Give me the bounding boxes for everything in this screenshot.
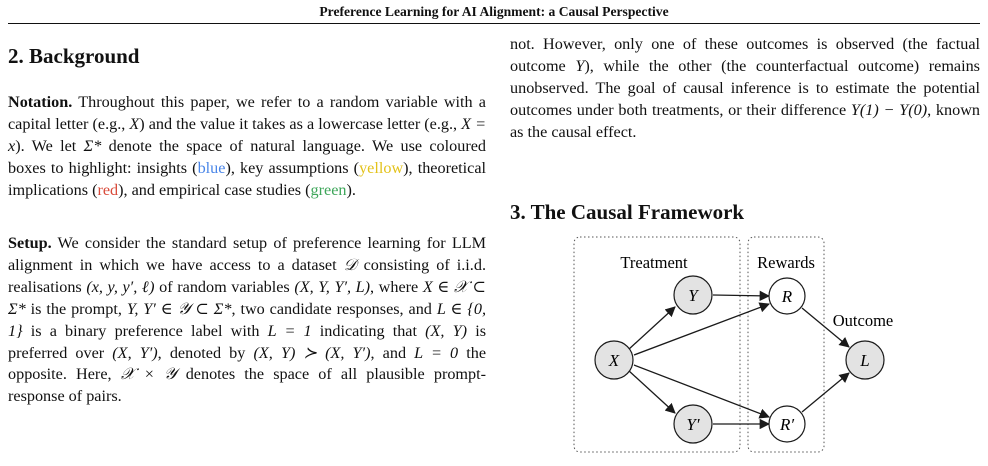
continued-text: not. However, only one of these outcomes… [510, 35, 980, 75]
math-inline: L = 0 [414, 343, 459, 362]
edge-r-l [801, 307, 850, 348]
math-inline: 𝒳 × 𝒴 [120, 365, 177, 384]
section-title-causal-framework: 3. The Causal Framework [510, 200, 745, 224]
math-inline: (X, Y, Y′, L) [294, 277, 371, 296]
edge-y-r [712, 290, 771, 302]
setup-label: Setup. [8, 234, 52, 252]
setup-text: , where [370, 277, 423, 296]
node-l: L [845, 340, 885, 380]
highlight-yellow: yellow [359, 158, 404, 177]
highlight-green: green [310, 180, 347, 199]
setup-text: of random variables [154, 277, 295, 296]
math-inline: (X, Y) ≻ (X, Y′) [253, 343, 371, 362]
math-inline: X ∈ 𝒳 ⊂ Σ* [8, 277, 486, 318]
continued-paragraph: not. However, only one of these outcomes… [510, 34, 980, 144]
notation-text: denote the space of natural language. We… [8, 136, 487, 177]
notation-paragraph: Notation. Throughout this paper, we refe… [8, 92, 486, 202]
setup-text: is the prompt, [25, 299, 127, 318]
running-head: Preference Learning for AI Alignment: a … [319, 4, 669, 19]
notation-text: ) and the value it takes as a lowercase … [139, 114, 462, 133]
node-y-label: Y [688, 286, 699, 305]
node-r: R [768, 277, 806, 315]
setup-text: denotes the space of all plausible promp… [8, 365, 486, 406]
math-inline: Σ* [83, 136, 102, 155]
setup-text: , two candidate responses, and [231, 299, 437, 318]
continued-text: ), while the other (the counterfactual o… [510, 56, 980, 119]
math-inline: 𝒟 [343, 255, 357, 274]
math-inline: (x, y, y′, ℓ) [86, 277, 155, 296]
node-rprime: R′ [768, 405, 806, 443]
node-rprime-label: R′ [779, 415, 794, 434]
rewards-group-box [747, 236, 825, 453]
setup-text: is preferred over [8, 321, 486, 362]
causal-diagram: Treatment Rewards Outcome X Y Y′ R R′ L [573, 236, 893, 453]
treatment-group-box [573, 236, 741, 453]
setup-text: indicating that [311, 321, 426, 340]
setup-text: , denoted by [157, 343, 254, 362]
math-inline: L ∈ {0, 1} [8, 299, 487, 340]
edge-x-y [627, 306, 676, 351]
edge-x-yprime [627, 369, 676, 414]
node-y: Y [673, 275, 713, 315]
highlight-blue: blue [197, 158, 226, 177]
setup-text: is a binary preference label with [22, 321, 268, 340]
notation-text: ), theoretical implications ( [8, 158, 487, 199]
notation-text: Throughout this paper, we refer to a ran… [8, 93, 486, 133]
setup-text: We consider the standard setup of prefer… [8, 234, 486, 274]
notation-text: ), key assumptions ( [225, 158, 360, 177]
notation-text: ), and empirical case studies ( [118, 180, 311, 199]
math-inline: L = 1 [267, 321, 312, 340]
setup-text: consisting of i.i.d. realisations [8, 255, 486, 296]
node-x: X [594, 340, 634, 380]
section-title-background: 2. Background [8, 44, 140, 68]
treatment-label: Treatment [620, 253, 688, 272]
header-rule [8, 23, 980, 24]
math-inline: Y [575, 56, 585, 75]
setup-paragraph: Setup. We consider the standard setup of… [8, 233, 486, 408]
node-r-label: R [781, 287, 793, 306]
outcome-label: Outcome [833, 311, 893, 330]
notation-text: ). We let [15, 136, 84, 155]
highlight-red: red [97, 180, 119, 199]
continued-text: , known as the causal effect. [510, 100, 980, 141]
node-yprime: Y′ [673, 404, 713, 444]
edge-x-rprime [633, 364, 770, 419]
node-l-label: L [859, 351, 869, 370]
rewards-label: Rewards [757, 253, 815, 272]
edge-x-r [633, 302, 770, 356]
setup-text: the opposite. Here, [8, 343, 486, 384]
math-inline: (X, Y′) [112, 343, 158, 362]
math-inline: X = x [8, 114, 487, 155]
math-inline: (X, Y) [425, 321, 468, 340]
notation-label: Notation. [8, 93, 73, 111]
math-inline: X [129, 114, 140, 133]
notation-text: ). [346, 180, 356, 199]
setup-text: , and [370, 343, 415, 362]
math-inline: Y, Y′ ∈ 𝒴 ⊂ Σ* [126, 299, 232, 318]
math-inline: Y(1) − Y(0) [850, 100, 928, 119]
node-x-label: X [608, 351, 620, 370]
node-yprime-label: Y′ [686, 415, 699, 434]
edge-rprime-l [801, 372, 850, 413]
